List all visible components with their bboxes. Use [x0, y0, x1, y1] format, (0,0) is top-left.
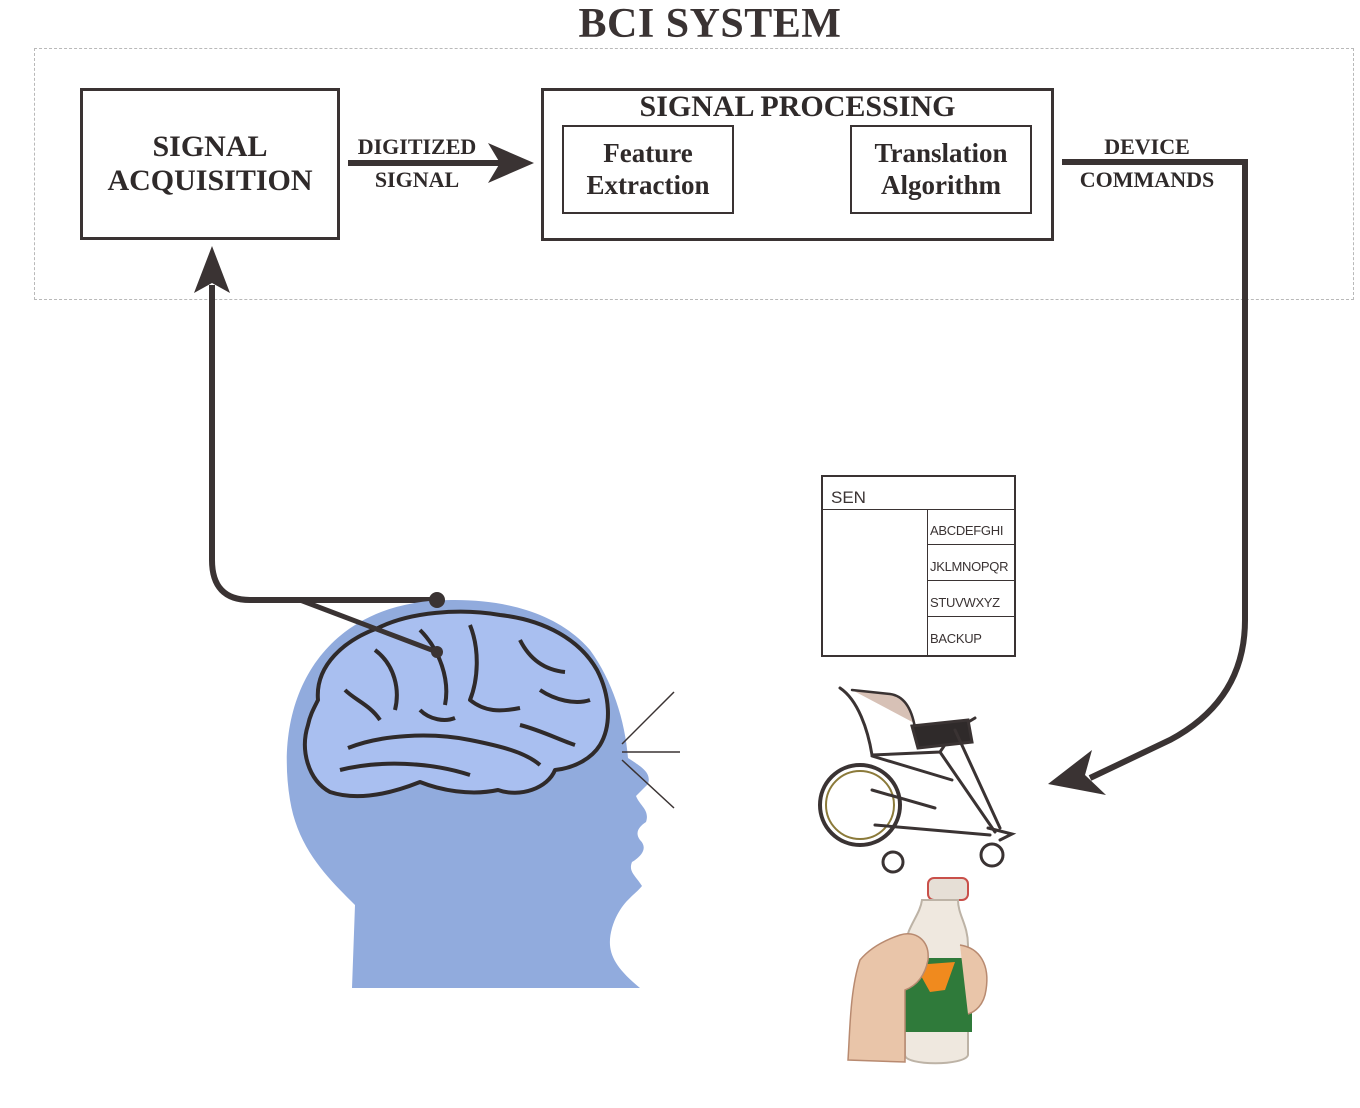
device-line-1: DEVICE [1104, 134, 1190, 159]
device-commands-label: DEVICE COMMANDS [1062, 130, 1232, 196]
feature-line-2: Extraction [586, 169, 710, 200]
speller-option: ABCDEFGHI [928, 509, 1014, 545]
digitized-line-1: DIGITIZED [357, 134, 477, 159]
speller-options: ABCDEFGHI JKLMNOPQR STUVWXYZ BACKUP [927, 509, 1014, 655]
bottle-in-hand-image [847, 877, 988, 1065]
bci-system-boundary [34, 48, 1354, 300]
electrode-wire [299, 592, 445, 658]
digitized-signal-label: DIGITIZED SIGNAL [344, 130, 490, 196]
digitized-signal-arrow [348, 143, 534, 183]
feature-line-1: Feature [603, 138, 693, 169]
feature-extraction-block: Feature Extraction [562, 125, 734, 214]
speller-screen: SEN ABCDEFGHI JKLMNOPQR STUVWXYZ BACKUP [821, 475, 1016, 657]
feedback-arrow [194, 246, 437, 603]
brain [303, 609, 610, 799]
acquisition-line-2: ACQUISITION [107, 164, 313, 197]
translation-algorithm-block: Translation Algorithm [850, 125, 1032, 214]
speller-option: STUVWXYZ [928, 581, 1014, 617]
diagram-title: BCI SYSTEM [578, 1, 842, 47]
wheelchair-icon [818, 686, 1017, 874]
vision-lines [621, 691, 680, 809]
speller-option: BACKUP [930, 631, 982, 646]
acquisition-line-1: SIGNAL [152, 129, 268, 163]
device-commands-arrow [1048, 159, 1248, 795]
translation-line-1: Translation [874, 138, 1008, 169]
translation-line-2: Algorithm [881, 169, 1001, 200]
signal-acquisition-block: SIGNAL ACQUISITION [80, 88, 340, 240]
speller-option: JKLMNOPQR [928, 545, 1014, 581]
digitized-line-2: SIGNAL [374, 167, 460, 192]
signal-processing-title: SIGNAL PROCESSING [639, 90, 956, 123]
speller-header: SEN [823, 477, 1014, 510]
device-line-2: COMMANDS [1079, 167, 1215, 192]
